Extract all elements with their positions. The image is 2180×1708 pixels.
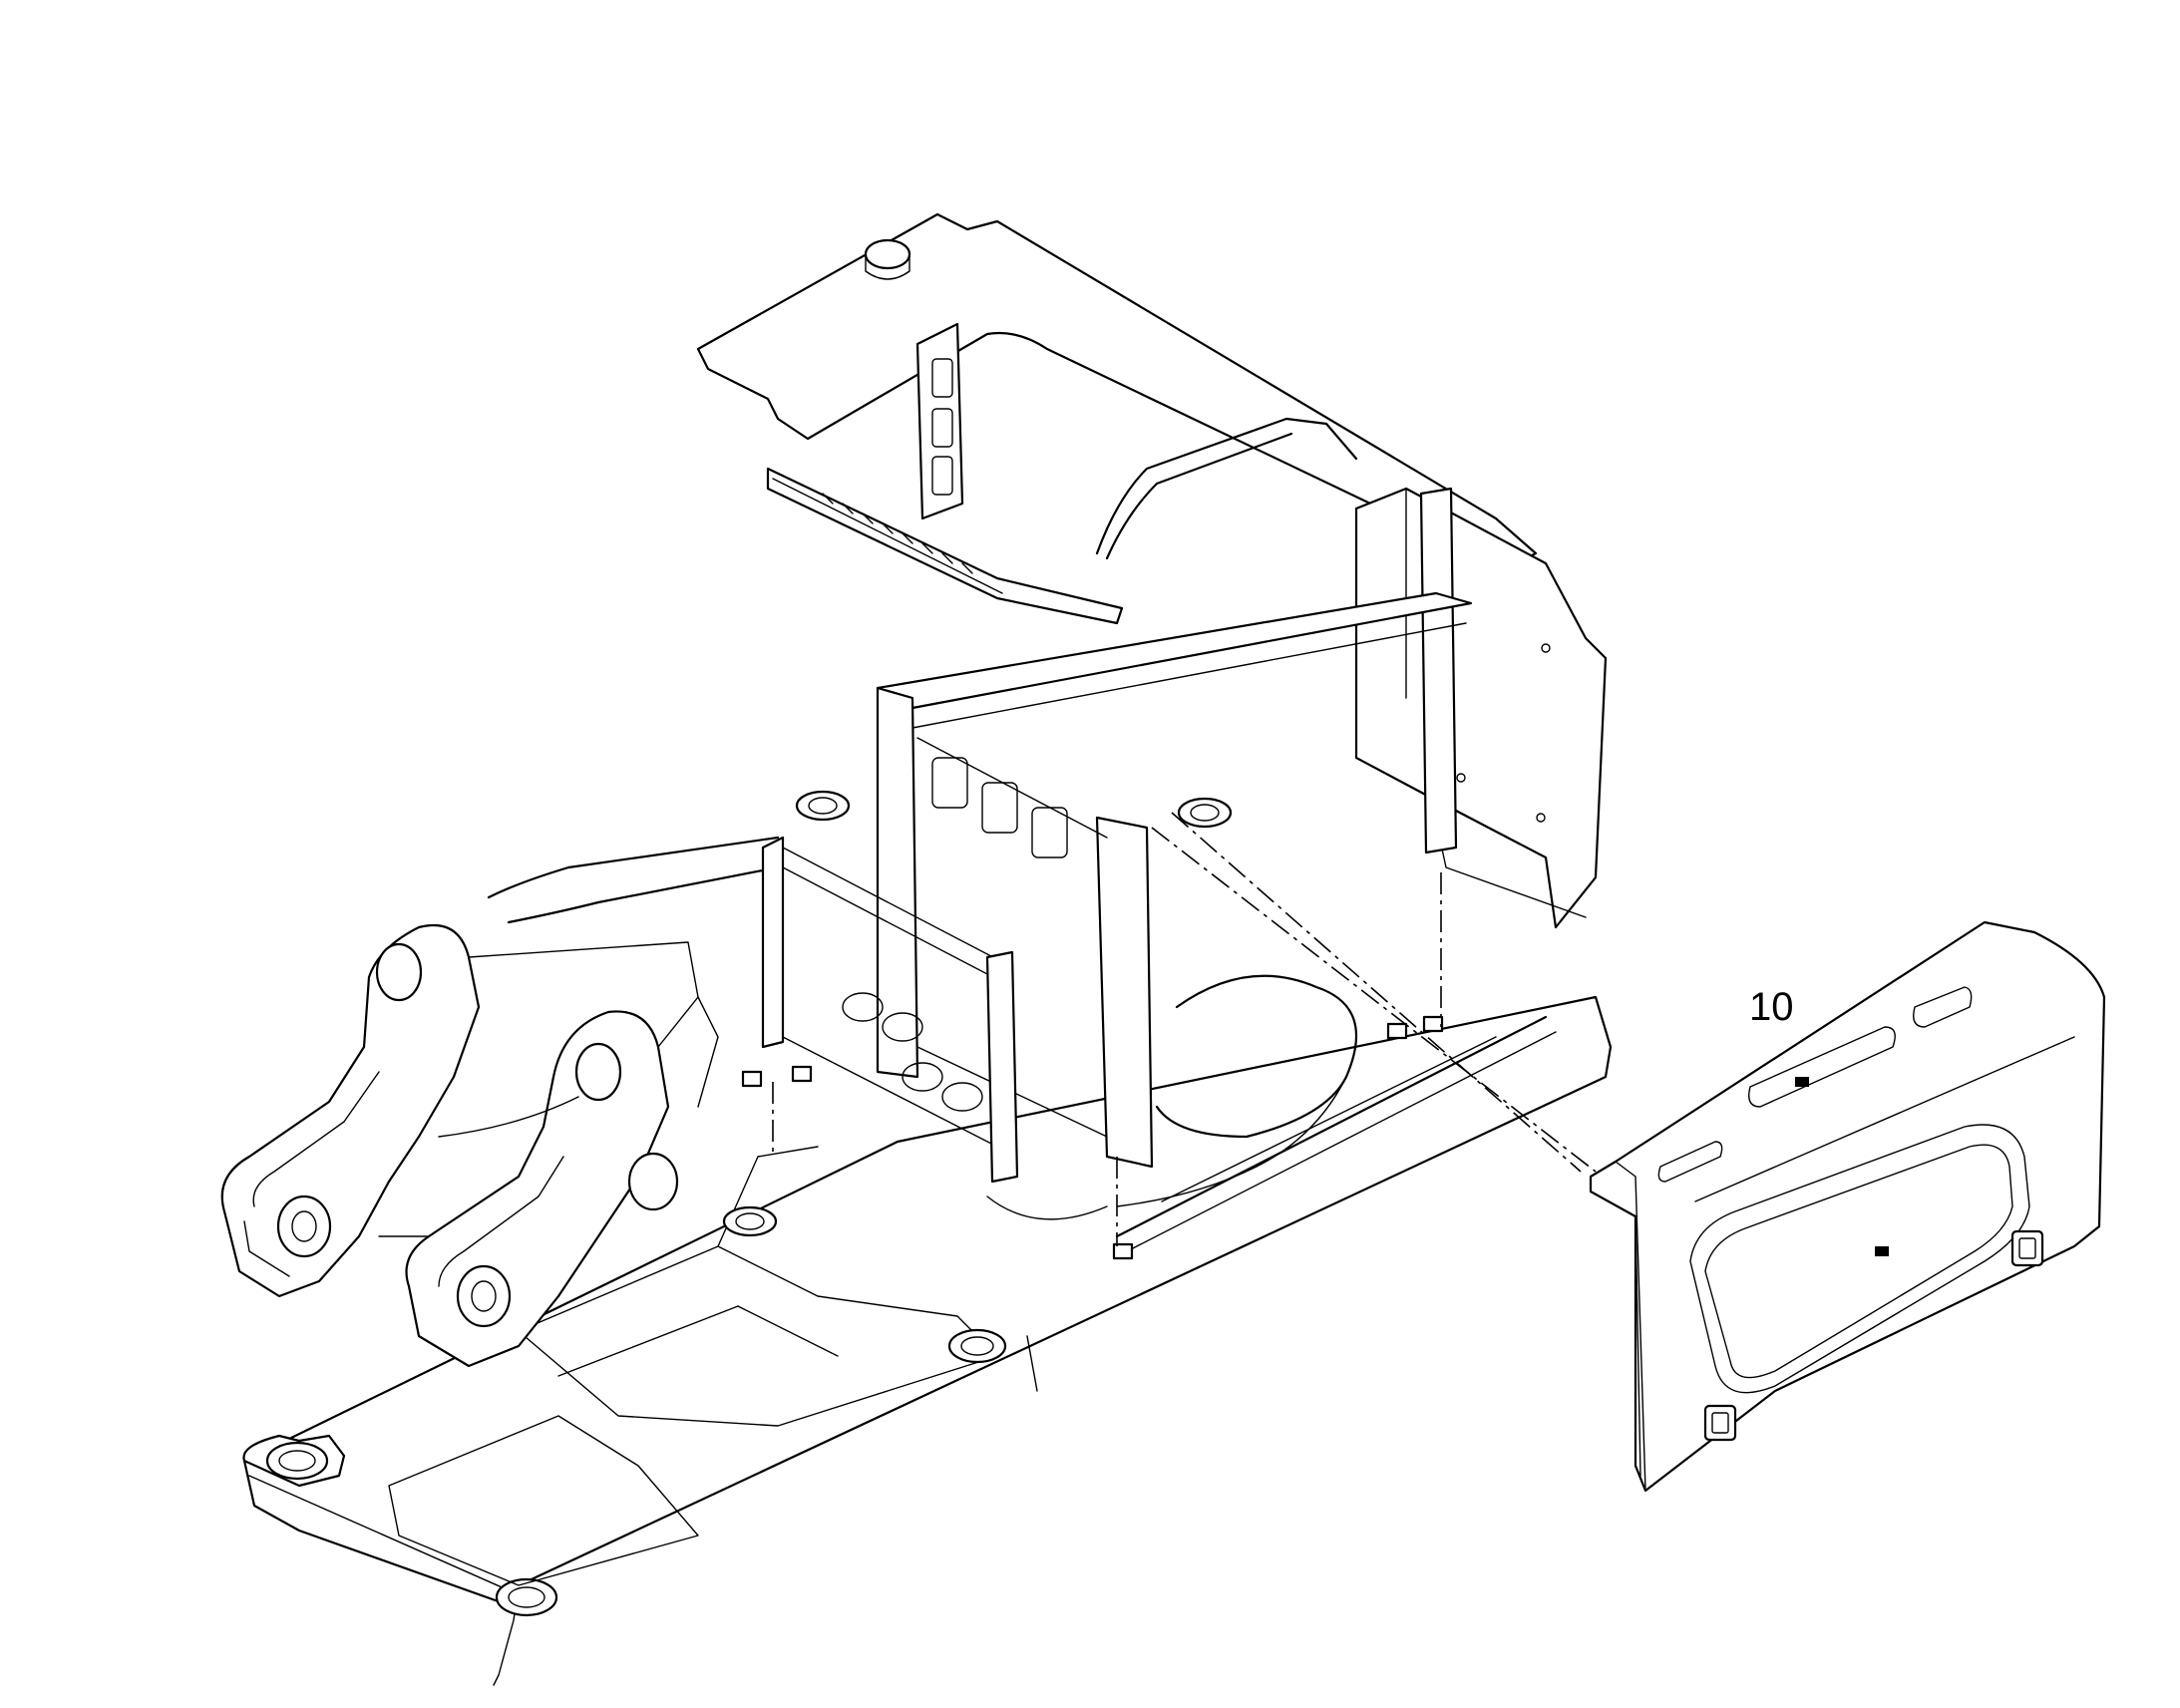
side-cover-panel	[1589, 920, 2106, 1493]
assembly-lines	[772, 812, 1597, 1246]
lower-main-frame	[242, 790, 1613, 1686]
callout-label-10: 10	[1749, 985, 1794, 1029]
upper-cab-frame	[696, 212, 1608, 1260]
boom-swing-bracket	[220, 836, 780, 1368]
